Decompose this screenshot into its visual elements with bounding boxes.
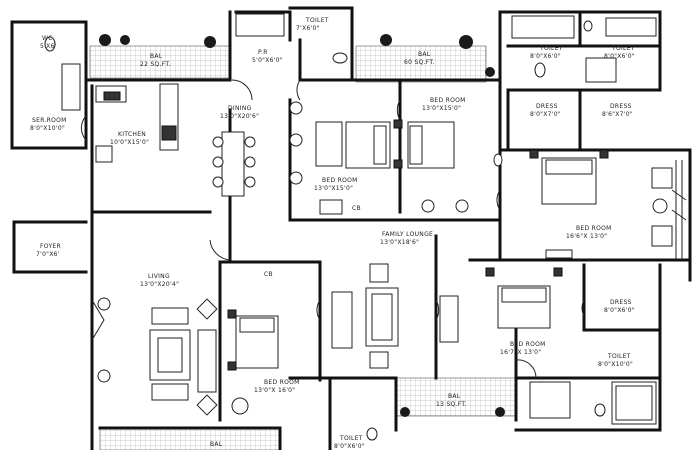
family-lounge-label: FAMILY LOUNGE [382,231,433,238]
living-label: LIVING [148,273,170,280]
dress-top-left-label: DRESS [536,103,558,110]
cb-mid-label: CB [264,271,273,278]
dress-lower-dim: 8'0"X6'0" [604,307,635,314]
toilet-fixture-icon [44,20,606,441]
bed-room-lower-right-dim: 16'7"X 13'0" [500,349,541,356]
bed-room-top-center-dim: 13'0"X15'0" [422,105,461,112]
chair-icon [97,101,673,416]
kitchen-label: KITCHEN [118,131,146,138]
bal-top-center-dim: 60 SQ.FT. [404,59,435,66]
balcony-top-center-floor [355,45,487,83]
toilet-top-right-a-label: TOILET [539,45,563,52]
stove-icon [95,83,179,163]
bal-top-left-label: BAL [150,53,163,60]
bed-room-lower-left-dim: 13'0"X 16'0" [254,387,295,394]
living-dim: 13'0"X20'4" [140,281,179,288]
pr-dim: 5'0"X6'0" [252,57,283,64]
toilet-top-right-b-dim: 8'0"X6'0" [604,53,635,60]
dress-top-right-label: DRESS [610,103,632,110]
dining-dim: 13'0"X20'6" [220,113,259,120]
balcony-bottom-left-floor [99,427,281,450]
double-bed-icon [235,121,597,369]
table-icon [149,131,399,381]
room-labels: WC 5'X6' TOILET 7'X6'0" TOILET 8'0"X6'0"… [30,17,635,450]
bal-top-center-label: BAL [418,51,431,58]
dress-top-right-dim: 8'6"X7'0" [602,111,633,118]
bed-room-lower-right-label: BED ROOM [510,341,546,348]
bed-room-lower-left-label: BED ROOM [264,379,300,386]
bal-bottom-left-label: BAL [210,441,223,448]
bathtub-icon [611,381,657,425]
dress-lower-label: DRESS [610,299,632,306]
pr-label: P.R [258,49,268,56]
bed-room-right-label: BED ROOM [576,225,612,232]
dress-top-left-dim: 8'0"X7'0" [530,111,561,118]
ser-room-label: SER.ROOM [32,117,67,124]
toilet-top-left-dim: 7'X6'0" [296,25,320,32]
bed-room-right-dim: 16'6"X 13'0" [566,233,607,240]
bal-lower-center-dim: 13 SQ.FT. [436,401,467,408]
balcony-top-left-floor [89,45,231,79]
door-swing-icon [80,79,585,379]
kitchen-dim: 10'0"X15'0" [110,139,149,146]
family-lounge-dim: 13'0"X18'6" [380,239,419,246]
ser-room-dim: 8'0"X10'0" [30,125,65,132]
toilet-lower-right-dim: 8'0"X10'0" [598,361,633,368]
toilet-bottom-label: TOILET [339,435,363,442]
sofa-icon [151,121,459,401]
toilet-top-left-label: TOILET [305,17,329,24]
wc-dim: 5'X6' [40,43,57,50]
toilet-top-right-b-label: TOILET [611,45,635,52]
foyer-label: FOYER [40,243,61,250]
bed-room-top-mid-label: BED ROOM [322,177,358,184]
toilet-bottom-dim: 8'0"X6'0" [334,443,365,450]
walls [10,6,692,450]
sink-icon [61,13,657,419]
bed-room-top-center-label: BED ROOM [430,97,466,104]
toilet-lower-right-label: TOILET [607,353,631,360]
plant-icon [99,34,505,417]
nightstand-icon [227,119,609,371]
bal-top-left-dim: 22 SQ.FT. [140,61,171,68]
bal-lower-center-label: BAL [448,393,461,400]
cb-top-label: CB [352,205,361,212]
foyer-dim: 7'0"X6' [36,251,60,258]
bed-room-top-mid-dim: 13'0"X15'0" [314,185,353,192]
wc-label: WC [42,35,53,42]
dining-label: DINING [228,105,252,112]
toilet-top-right-a-dim: 8'0"X6'0" [530,53,561,60]
railing [671,160,687,260]
